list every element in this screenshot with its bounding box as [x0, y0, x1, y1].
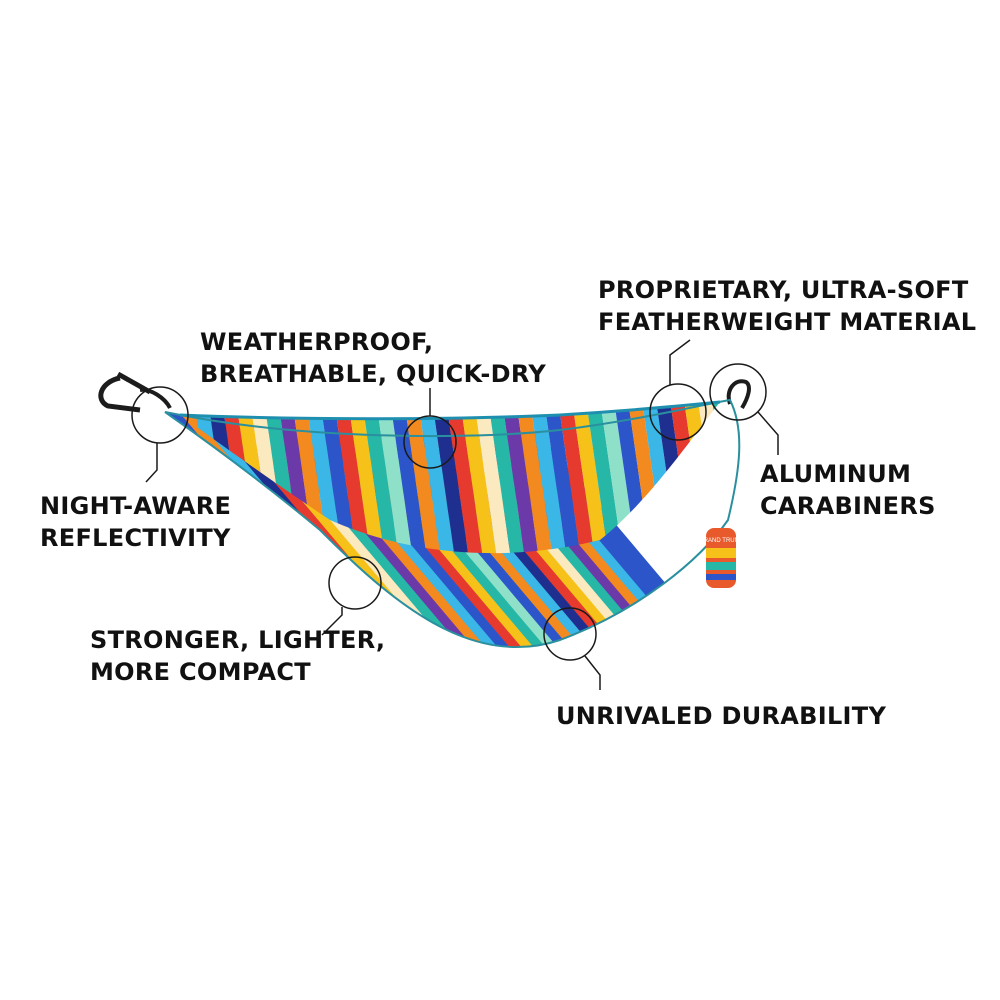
label-material-line1: PROPRIETARY, ULTRA-SOFT — [598, 276, 969, 304]
hammock-interior-stripe — [544, 402, 584, 554]
callout-circle-material — [649, 383, 707, 441]
callout-circle-durability — [543, 607, 597, 661]
label-compact-line2: MORE COMPACT — [90, 658, 311, 686]
label-reflectivity-line2: REFLECTIVITY — [40, 524, 231, 552]
hammock-interior-stripe — [502, 402, 542, 554]
hammock-interior-stripe — [432, 402, 472, 554]
hammock-rim — [179, 400, 721, 421]
hammock-interior-stripe — [404, 402, 444, 554]
label-carabiners-line2: CARABINERS — [760, 492, 936, 520]
stuff-sack: GRAND TRUNK — [699, 528, 743, 588]
hammock-interior-stripe — [530, 402, 570, 554]
hammock-interior-stripe — [460, 402, 500, 554]
label-material: PROPRIETARY, ULTRA-SOFT FEATHERWEIGHT MA… — [598, 274, 976, 338]
left-carabiner — [98, 371, 172, 413]
hammock-interior-stripe — [516, 402, 556, 554]
stuff-sack-logo: GRAND TRUNK — [699, 538, 743, 544]
leader-reflectivity — [145, 443, 158, 483]
label-material-line2: FEATHERWEIGHT MATERIAL — [598, 308, 977, 336]
label-durability-line1: UNRIVALED DURABILITY — [556, 702, 887, 730]
callout-circle-reflectivity — [131, 386, 189, 444]
label-durability: UNRIVALED DURABILITY — [556, 700, 886, 732]
right-carabiner — [726, 379, 751, 410]
label-compact: STRONGER, LIGHTER, MORE COMPACT — [90, 624, 385, 688]
leader-compact — [321, 607, 343, 636]
label-carabiners: ALUMINUM CARABINERS — [760, 458, 936, 522]
label-weatherproof: WEATHERPROOF, BREATHABLE, QUICK-DRY — [200, 326, 546, 390]
hammock-interior-stripe — [558, 402, 598, 554]
leader-durability — [584, 655, 601, 690]
hammock-interior-stripe — [418, 402, 458, 554]
hammock-interior-stripe — [362, 402, 402, 554]
label-compact-line1: STRONGER, LIGHTER, — [90, 626, 386, 654]
label-weatherproof-line1: WEATHERPROOF, — [200, 328, 434, 356]
hammock-outline — [164, 398, 741, 649]
hammock-interior-stripe — [376, 402, 416, 554]
hammock-interior-stripe — [474, 402, 514, 554]
label-reflectivity-line1: NIGHT-AWARE — [40, 492, 232, 520]
label-weatherproof-line2: BREATHABLE, QUICK-DRY — [200, 360, 547, 388]
label-reflectivity: NIGHT-AWARE REFLECTIVITY — [40, 490, 231, 554]
callout-circle-carabiners — [709, 363, 767, 421]
hammock-interior-stripe — [348, 402, 388, 554]
hammock-interior-stripe — [488, 402, 528, 554]
leader-carabiners — [757, 411, 779, 455]
hammock-interior-stripe — [572, 402, 612, 554]
hammock-interior-stripe — [390, 402, 430, 554]
leader-material — [669, 339, 691, 385]
callout-circle-compact — [328, 556, 382, 610]
label-carabiners-line1: ALUMINUM — [760, 460, 912, 488]
